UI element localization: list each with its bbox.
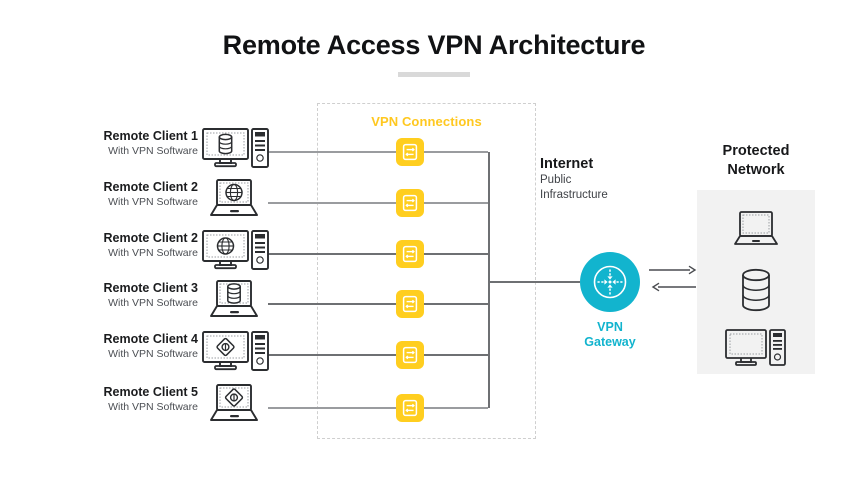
- client-tunnel-wire: [268, 202, 396, 204]
- vpn-tunnel-icon: [402, 399, 418, 417]
- vpn-tunnel-node[interactable]: [396, 394, 424, 422]
- vpn-bus-line: [488, 152, 490, 408]
- protected-device-database[interactable]: [697, 264, 815, 316]
- vpn-tunnel-node[interactable]: [396, 138, 424, 166]
- arrow-left-icon: [651, 282, 696, 292]
- protected-device-desktop[interactable]: [697, 322, 815, 374]
- arrow-right-icon: [649, 265, 697, 275]
- remote-client-subtitle: With VPN Software: [108, 145, 198, 157]
- remote-client-device[interactable]: [202, 383, 270, 427]
- protected-network-title: Protected Network: [692, 142, 820, 180]
- tunnel-bus-wire: [424, 151, 488, 153]
- protected-network-panel: [697, 190, 815, 374]
- vpn-tunnel-icon: [402, 194, 418, 212]
- remote-client-device[interactable]: [202, 127, 270, 171]
- remote-client-text: Remote Client 1 With VPN Software: [8, 129, 198, 158]
- tunnel-bus-wire: [424, 407, 488, 409]
- remote-client-text: Remote Client 2 With VPN Software: [8, 231, 198, 260]
- vpn-gateway-label-line2: Gateway: [584, 335, 636, 349]
- remote-client-text: Remote Client 4 With VPN Software: [8, 332, 198, 361]
- laptop-device-icon: [210, 179, 258, 216]
- title-underline-rule: [398, 72, 470, 77]
- vpn-connections-label: VPN Connections: [371, 114, 482, 129]
- remote-client-name: Remote Client 3: [103, 281, 198, 295]
- remote-client-name: Remote Client 1: [103, 129, 198, 143]
- remote-client-row[interactable]: Remote Client 4 With VPN Software: [0, 330, 270, 384]
- remote-client-device[interactable]: [202, 330, 270, 374]
- vpn-gateway-label: VPN Gateway: [560, 320, 660, 350]
- tunnel-bus-wire: [424, 202, 488, 204]
- laptop-icon: [734, 211, 778, 245]
- remote-client-text: Remote Client 3 With VPN Software: [8, 281, 198, 310]
- vpn-tunnel-node[interactable]: [396, 290, 424, 318]
- remote-client-device[interactable]: [202, 279, 270, 323]
- protected-network-title-line2: Network: [727, 162, 785, 178]
- remote-client-row[interactable]: Remote Client 2 With VPN Software: [0, 178, 270, 232]
- remote-client-text: Remote Client 2 With VPN Software: [8, 180, 198, 209]
- shield-diamond-icon: [216, 337, 235, 357]
- client-tunnel-wire: [268, 407, 396, 409]
- globe-icon: [216, 237, 235, 255]
- client-tunnel-wire: [268, 151, 396, 153]
- remote-client-subtitle: With VPN Software: [108, 348, 198, 360]
- database-icon: [742, 268, 770, 312]
- router-arrows-icon: [593, 265, 627, 299]
- shield-diamond-icon: [224, 388, 244, 407]
- internet-subtitle-line1: Public: [540, 174, 572, 186]
- database-icon: [218, 133, 233, 155]
- internet-title: Internet: [540, 156, 594, 172]
- vpn-tunnel-icon: [402, 245, 418, 263]
- vpn-tunnel-node[interactable]: [396, 240, 424, 268]
- vpn-tunnel-node[interactable]: [396, 189, 424, 217]
- bus-gateway-wire: [488, 281, 580, 283]
- remote-client-device[interactable]: [202, 178, 270, 222]
- desktop-device-icon: [202, 331, 269, 371]
- vpn-tunnel-icon: [402, 295, 418, 313]
- remote-client-subtitle: With VPN Software: [108, 297, 198, 309]
- client-tunnel-wire: [268, 303, 396, 305]
- remote-client-row[interactable]: Remote Client 1 With VPN Software: [0, 127, 270, 181]
- protected-network-title-line1: Protected: [722, 143, 790, 159]
- remote-client-name: Remote Client 2: [103, 180, 198, 194]
- remote-client-name: Remote Client 2: [103, 231, 198, 245]
- database-icon: [227, 283, 241, 304]
- vpn-connections-zone: [317, 103, 536, 439]
- internet-subtitle-line2: Infrastructure: [540, 189, 608, 201]
- gateway-network-flow-arrows: [649, 265, 697, 292]
- remote-client-subtitle: With VPN Software: [108, 196, 198, 208]
- client-tunnel-wire: [268, 253, 396, 255]
- desktop-tower-icon: [725, 329, 786, 366]
- laptop-device-icon: [210, 280, 258, 317]
- remote-client-text: Remote Client 5 With VPN Software: [8, 385, 198, 414]
- remote-client-device[interactable]: [202, 229, 270, 273]
- vpn-gateway-label-line1: VPN: [597, 320, 623, 334]
- remote-client-row[interactable]: Remote Client 3 With VPN Software: [0, 279, 270, 333]
- vpn-tunnel-node[interactable]: [396, 341, 424, 369]
- desktop-device-icon: [202, 128, 269, 168]
- remote-client-name: Remote Client 4: [103, 332, 198, 346]
- desktop-device-icon: [202, 230, 269, 270]
- page-title: Remote Access VPN Architecture: [222, 30, 646, 60]
- remote-client-subtitle: With VPN Software: [108, 247, 198, 259]
- remote-client-subtitle: With VPN Software: [108, 401, 198, 413]
- remote-client-name: Remote Client 5: [103, 385, 198, 399]
- vpn-tunnel-icon: [402, 346, 418, 364]
- remote-client-row[interactable]: Remote Client 5 With VPN Software: [0, 383, 270, 437]
- client-tunnel-wire: [268, 354, 396, 356]
- vpn-gateway-node[interactable]: [580, 252, 640, 312]
- protected-device-laptop[interactable]: [697, 204, 815, 256]
- internet-label-group: Internet Public Infrastructure: [540, 155, 670, 203]
- remote-client-row[interactable]: Remote Client 2 With VPN Software: [0, 229, 270, 283]
- tunnel-bus-wire: [424, 354, 488, 356]
- vpn-tunnel-icon: [402, 143, 418, 161]
- tunnel-bus-wire: [424, 253, 488, 255]
- globe-icon: [225, 183, 243, 202]
- tunnel-bus-wire: [424, 303, 488, 305]
- laptop-device-icon: [210, 384, 258, 421]
